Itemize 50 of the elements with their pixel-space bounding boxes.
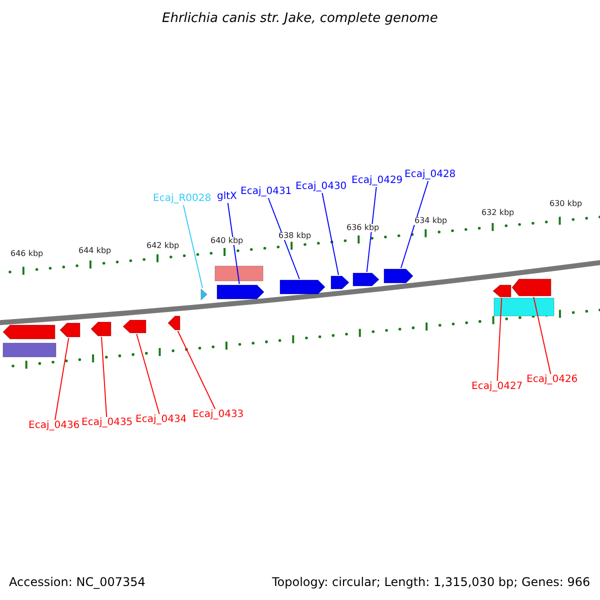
gene-label: Ecaj_0428 <box>404 170 456 180</box>
leader-line <box>496 298 502 382</box>
gene-feature <box>122 320 146 334</box>
feature-bar <box>214 266 264 282</box>
scale-label: 634 kbp <box>414 217 448 225</box>
gene-label: Ecaj_0434 <box>136 415 187 425</box>
gene-feature <box>216 284 264 300</box>
scale-label: 646 kbp <box>10 250 44 258</box>
leader-line <box>322 192 339 276</box>
gene-label: Ecaj_0436 <box>28 421 80 431</box>
leader-line <box>227 202 240 284</box>
gene-label: Ecaj_0435 <box>82 418 133 428</box>
gene-feature <box>60 322 80 338</box>
gene-label: gltX <box>217 192 237 202</box>
gene-feature <box>352 272 380 286</box>
gene-label: Ecaj_0430 <box>296 182 347 192</box>
footer-text: Topology: circular; Length: 1,315,030 bp; Genes: 966 <box>272 576 590 588</box>
gene-label: Ecaj_0426 <box>526 375 578 385</box>
scale-label: 632 kbp <box>480 209 516 217</box>
feature-bar <box>494 298 554 316</box>
gene-feature <box>168 316 180 330</box>
gene-feature <box>280 280 326 294</box>
gene-label: Ecaj_0431 <box>240 187 292 197</box>
leader-line <box>533 296 552 374</box>
leader-line <box>182 204 203 288</box>
scale-label: 636 kbp <box>346 224 380 232</box>
leader-line <box>177 330 216 410</box>
leader-line <box>366 186 377 272</box>
leader-line <box>101 336 108 418</box>
gene-label: Ecaj_0433 <box>192 410 244 420</box>
diagram-title: Ehrlichia canis str. Jake, complete genome <box>162 12 438 24</box>
scale-label: 638 kbp <box>278 232 312 240</box>
gene-feature <box>330 276 350 290</box>
leader-line <box>400 180 429 268</box>
scale-label: 644 kbp <box>78 247 112 255</box>
gene-feature <box>2 324 56 340</box>
gene-label: Ecaj_R0028 <box>153 194 212 204</box>
leader-line <box>136 334 160 414</box>
gene-label: Ecaj_0427 <box>472 382 523 392</box>
leader-line <box>268 198 300 280</box>
scale-label: 630 kbp <box>548 200 584 208</box>
gene-feature <box>90 322 112 336</box>
gene-feature <box>384 268 414 284</box>
gene-label: Ecaj_0429 <box>352 176 403 186</box>
leader-line <box>54 338 70 420</box>
scale-label: 642 kbp <box>146 242 180 250</box>
rna-triangle <box>200 288 208 301</box>
footer-text: Accession: NC_007354 <box>9 576 146 588</box>
feature-bar <box>2 342 56 358</box>
scale-label: 640 kbp <box>210 237 244 245</box>
